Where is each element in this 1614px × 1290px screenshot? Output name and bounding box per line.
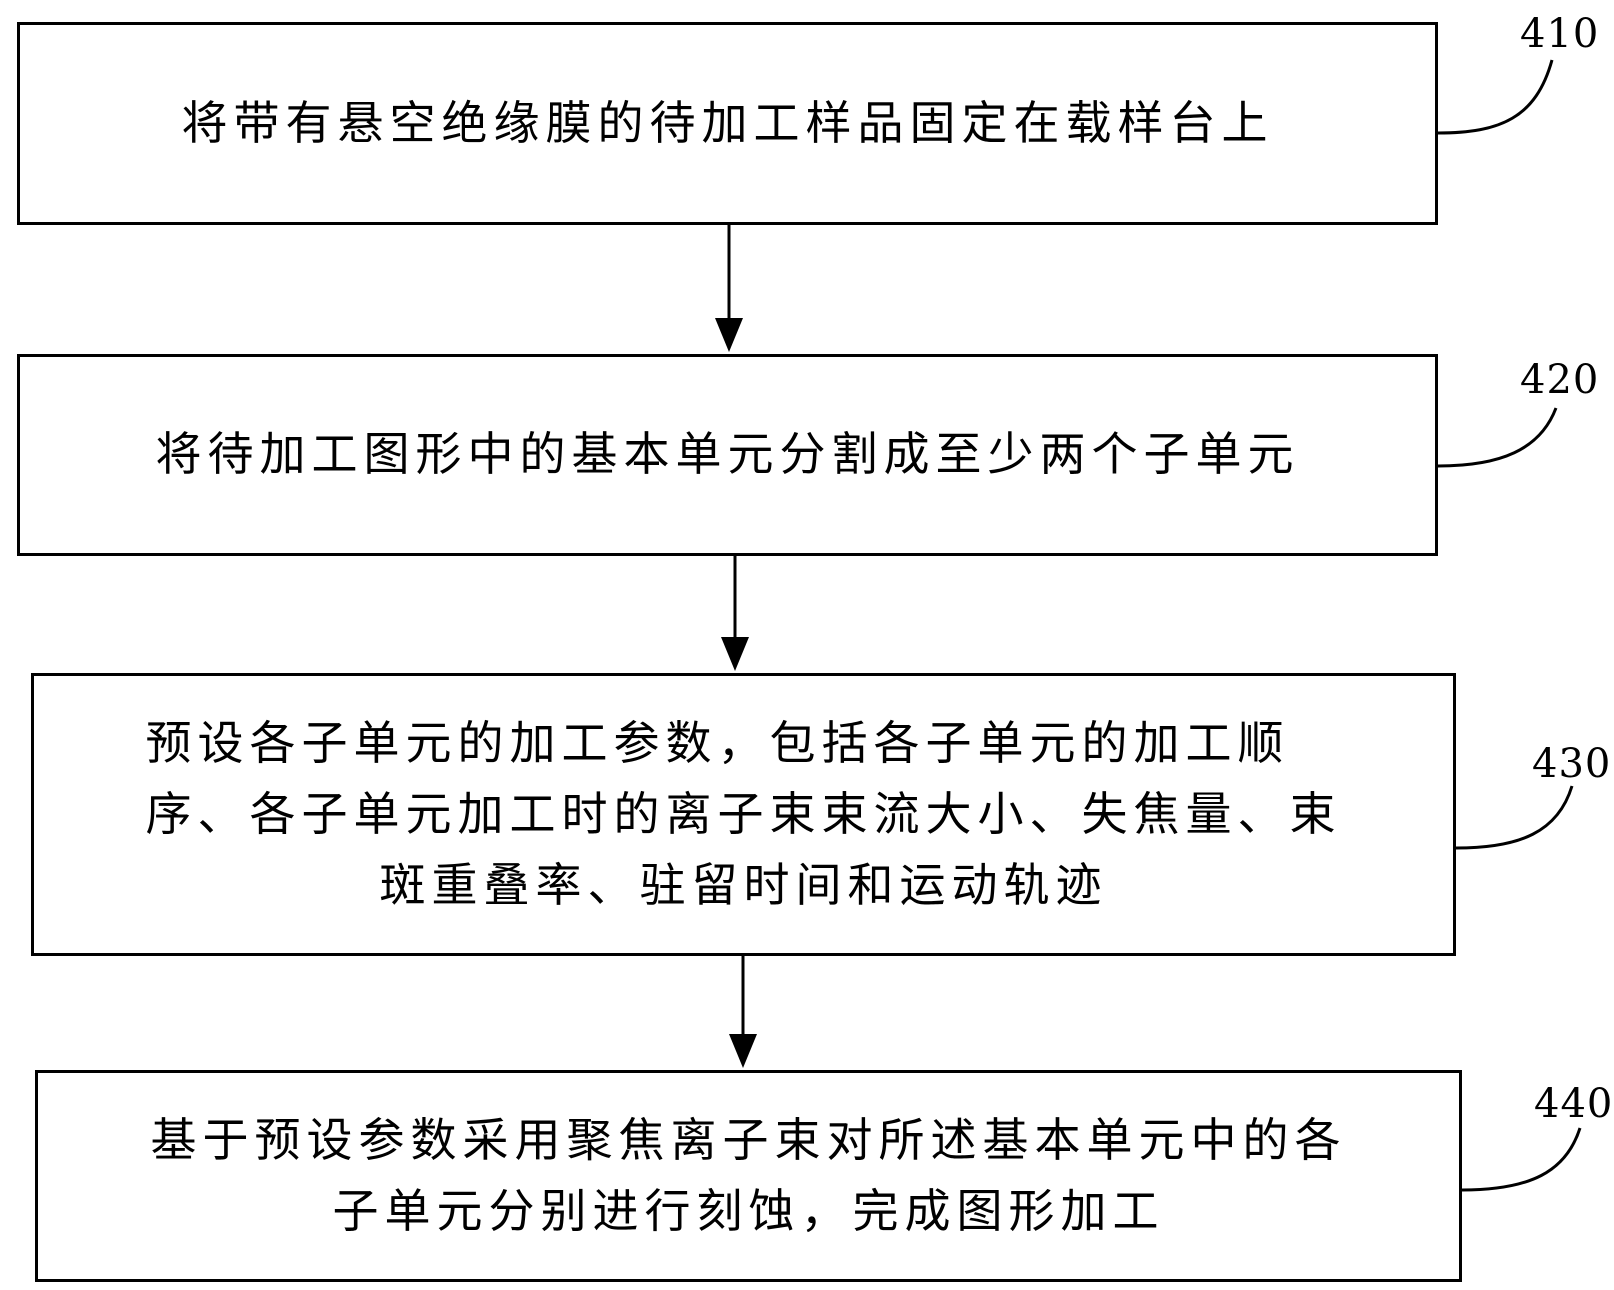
arrow-410-to-420: [715, 224, 743, 352]
step-430-line-1: 预设各子单元的加工参数，包括各子单元的加工顺: [145, 715, 1290, 770]
arrow-430-to-440: [729, 955, 757, 1068]
step-text-440: 基于预设参数采用聚焦离子束对所述基本单元中的各 子单元分别进行刻蚀，完成图形加工: [151, 1105, 1347, 1248]
leader-line-420: [1437, 407, 1558, 468]
step-440-line-1: 基于预设参数采用聚焦离子束对所述基本单元中的各: [150, 1112, 1347, 1167]
step-box-430: 预设各子单元的加工参数，包括各子单元的加工顺 序、各子单元加工时的离子束束流大小…: [31, 673, 1456, 956]
step-label-440: 440: [1534, 1081, 1614, 1127]
step-text-420: 将待加工图形中的基本单元分割成至少两个子单元: [156, 419, 1300, 490]
step-410-line-1: 将带有悬空绝缘膜的待加工样品固定在载样台上: [181, 95, 1274, 150]
step-text-410: 将带有悬空绝缘膜的待加工样品固定在载样台上: [182, 88, 1274, 159]
step-box-420: 将待加工图形中的基本单元分割成至少两个子单元: [17, 354, 1438, 556]
leader-line-410: [1437, 59, 1554, 135]
step-420-line-1: 将待加工图形中的基本单元分割成至少两个子单元: [155, 427, 1300, 482]
step-430-line-3: 斑重叠率、驻留时间和运动轨迹: [379, 858, 1108, 913]
step-box-440: 基于预设参数采用聚焦离子束对所述基本单元中的各 子单元分别进行刻蚀，完成图形加工: [35, 1070, 1462, 1282]
step-box-410: 将带有悬空绝缘膜的待加工样品固定在载样台上: [17, 22, 1438, 225]
step-430-line-2: 序、各子单元加工时的离子束束流大小、失焦量、束: [145, 786, 1342, 841]
leader-line-440: [1461, 1127, 1582, 1192]
step-label-430: 430: [1532, 741, 1612, 787]
leader-line-430: [1455, 785, 1574, 850]
step-440-line-2: 子单元分别进行刻蚀，完成图形加工: [332, 1184, 1165, 1238]
arrow-420-to-430: [721, 555, 749, 671]
step-label-410: 410: [1520, 11, 1600, 57]
step-label-420: 420: [1520, 357, 1600, 403]
step-text-430: 预设各子单元的加工参数，包括各子单元的加工顺 序、各子单元加工时的离子束束流大小…: [146, 708, 1342, 922]
